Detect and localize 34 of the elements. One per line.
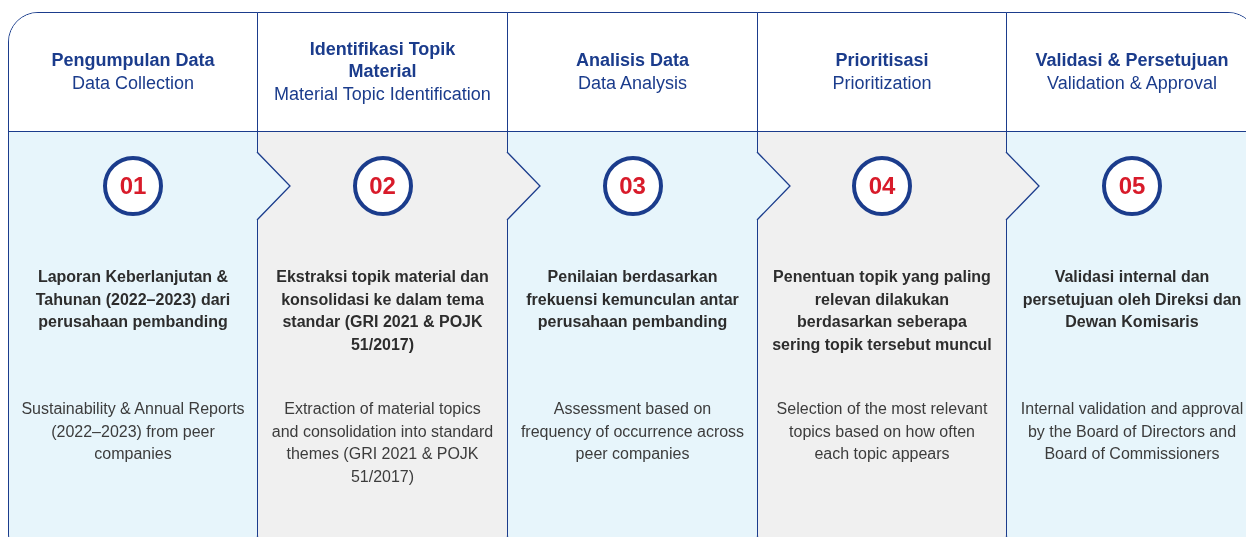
step-column	[757, 12, 1007, 537]
step-column	[1006, 12, 1246, 537]
step-subtitle: Material Topic Identification	[273, 83, 492, 106]
step-column	[507, 12, 758, 537]
step-subtitle: Data Analysis	[576, 72, 689, 95]
step-description: Penentuan topik yang paling relevan dilakukan berdasarkan seberapa sering topik tersebut muncul	[771, 267, 993, 355]
step-translation: Sustainability & Annual Reports (2022–2023) from peer companies	[20, 399, 246, 464]
step-number: 02	[352, 156, 413, 216]
step-translation: Extraction of material topics and consolidation into standard themes (GRI 2021 & POJK 51/2017)	[270, 399, 495, 487]
step-number: 05	[1102, 156, 1162, 216]
step-number: 01	[103, 156, 163, 216]
step-translation: Internal validation and approval by the Board of Directors and Board of Commissioners	[1019, 399, 1245, 464]
step-column	[257, 12, 508, 537]
chevron-arrow	[506, 151, 541, 221]
step-title: Identifikasi Topik Material	[308, 38, 457, 82]
step-translation: Assessment based on frequency of occurrence across peer companies	[520, 399, 745, 464]
step-number: 03	[602, 156, 663, 216]
step-column	[8, 12, 258, 537]
step-title: Analisis Data	[574, 49, 690, 71]
step-description: Validasi internal dan persetujuan oleh Direksi dan Dewan Komisaris	[1021, 267, 1243, 332]
step-title: Pengumpulan Data	[50, 49, 216, 71]
step-number: 04	[852, 156, 912, 216]
step-subtitle: Validation & Approval	[1046, 72, 1218, 95]
step-description: Penilaian berdasarkan frekuensi kemunculan antar perusahaan pembanding	[525, 267, 740, 332]
step-title: Validasi & Persetujuan	[1034, 49, 1230, 71]
step-description: Laporan Keberlanjutan & Tahunan (2022–2023) dari perusahaan pembanding	[34, 267, 232, 332]
step-subtitle: Prioritization	[831, 72, 933, 95]
step-description: Ekstraksi topik material dan konsolidasi ke dalam tema standar (GRI 2021 & POJK 51/2017)	[275, 267, 490, 355]
chevron-arrow	[1005, 151, 1040, 221]
step-title: Prioritisasi	[834, 49, 930, 71]
chevron-arrow	[756, 151, 791, 221]
step-translation: Selection of the most relevant topics based on how often each topic appears	[775, 399, 989, 464]
step-subtitle: Data Collection	[70, 72, 196, 95]
chevron-arrow	[256, 151, 291, 221]
